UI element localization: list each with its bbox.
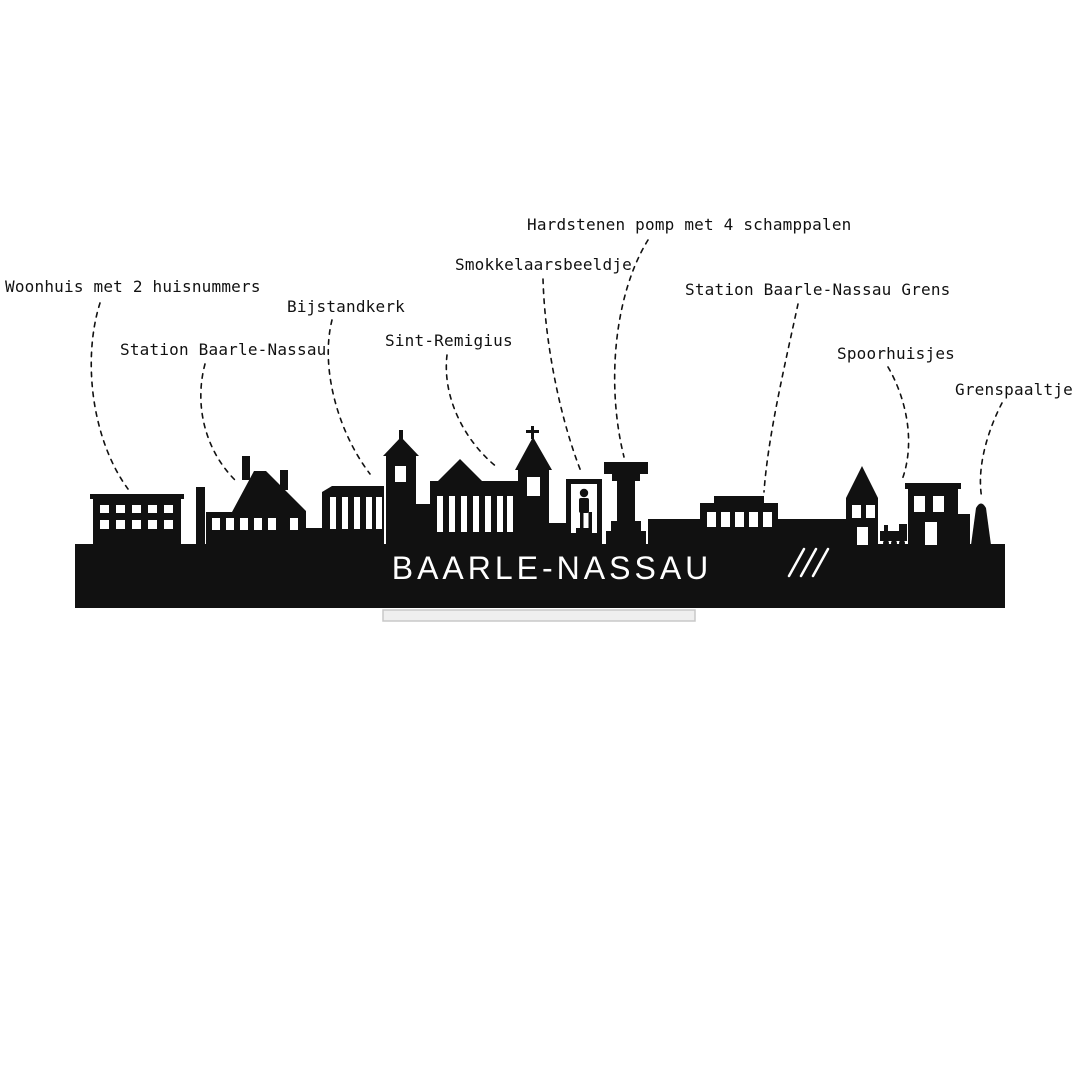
annotation-label-sint-remigius: Sint-Remigius [385,331,513,350]
railway-marks [787,547,830,578]
annotation-line-station-baarle-nassau [200,363,236,481]
annotation-line-bijstandkerk [327,319,371,475]
annotation-line-smokkelaarsbeeldje [542,278,583,475]
annotation-lines [90,239,1003,500]
monument-hardstenen-pomp [604,462,700,545]
statue-smokkelaarsbeeldje [566,479,602,545]
annotation-label-woonhuis: Woonhuis met 2 huisnummers [5,277,261,296]
annotation-label-station-baarle-nassau: Station Baarle-Nassau [120,340,327,359]
annotation-line-station-grens [763,303,799,493]
annotation-line-sint-remigius [445,354,499,469]
annotation-label-bijstandkerk: Bijstandkerk [287,297,405,316]
skyline-title: BAARLE-NASSAU [392,550,713,586]
train-silhouette [880,524,907,546]
monument-grenspaaltje [971,503,991,545]
annotation-line-hardstenen-pomp [613,239,649,458]
skyline-silhouette: BAARLE-NASSAU [75,426,1005,608]
annotation-label-hardstenen-pomp: Hardstenen pomp met 4 schamppalen [527,215,852,234]
annotation-line-spoorhuisjes [887,366,910,481]
building-station-baarle-nassau-grens [700,496,846,545]
product-stand [382,609,696,622]
building-station-baarle-nassau [196,456,322,547]
annotation-line-grenspaaltje [979,402,1003,500]
skyline-base [75,544,1005,608]
building-bijstandkerk [322,430,430,545]
annotation-line-woonhuis [90,302,129,490]
annotation-label-grenspaaltje: Grenspaaltje [955,380,1073,399]
annotation-label-station-grens: Station Baarle-Nassau Grens [685,280,951,299]
building-woonhuis [90,494,184,547]
annotation-label-smokkelaarsbeeldje: Smokkelaarsbeeldje [455,255,632,274]
building-spoorhuisjes [846,466,970,545]
annotation-label-spoorhuisjes: Spoorhuisjes [837,344,955,363]
building-sint-remigius [430,426,566,545]
